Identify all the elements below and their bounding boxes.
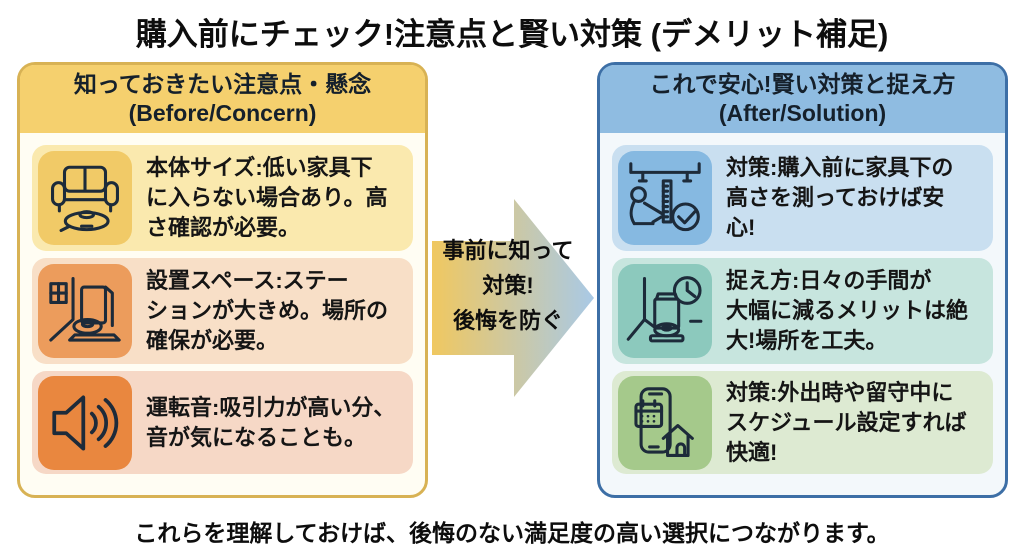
measure-height-check-icon <box>618 151 712 245</box>
concern-item-text: 運転音:吸引力が高い分、 音が気になることも。 <box>146 394 396 450</box>
solution-item-schedule: 対策:外出時や留守中に スケジュール設定すれば 快適! <box>612 371 993 474</box>
phone-schedule-home-icon <box>618 375 712 470</box>
transition-arrow <box>432 199 594 397</box>
page-title: 購入前にチェック!注意点と賢い対策 (デメリット補足) <box>135 17 889 52</box>
concern-item-text: 設置スペース:ステー ションが大きめ。場所の 確保が必要。 <box>146 268 389 353</box>
solution-item-text: 捉え方:日々の手間が 大幅に減るメリットは絶 大!場所を工夫。 <box>726 268 969 353</box>
after-solution-header: これで安心!賢い対策と捉え方 (After/Solution) <box>600 65 1005 133</box>
concern-item-text: 本体サイズ:低い家具下 に入らない場合あり。高 さ確認が必要。 <box>146 155 388 240</box>
after-solution-panel: これで安心!賢い対策と捉え方 (After/Solution) 対策:購入前に家… <box>597 62 1008 498</box>
footer-conclusion-text: これらを理解しておけば、後悔のない満足度の高い選択につながります。 <box>134 520 890 546</box>
sofa-robot-vacuum-icon <box>38 151 132 245</box>
before-concern-panel: 知っておきたい注意点・懸念 (Before/Concern) 本体サイズ:低い家… <box>17 62 428 498</box>
solution-item-measure: 対策:購入前に家具下の 高さを測っておけば安 心! <box>612 145 993 251</box>
dock-station-corner-icon <box>38 264 132 358</box>
transition-arrow-label: 事前に知って 対策! 後悔を防ぐ <box>442 238 574 333</box>
solution-item-text: 対策:購入前に家具下の 高さを測っておけば安 心! <box>726 155 954 240</box>
speaker-sound-icon <box>38 375 132 470</box>
concern-item-body-size: 本体サイズ:低い家具下 に入らない場合あり。高 さ確認が必要。 <box>32 145 413 251</box>
concern-item-station-space: 設置スペース:ステー ションが大きめ。場所の 確保が必要。 <box>32 258 413 364</box>
station-clock-icon <box>618 264 712 358</box>
solution-item-time-saving: 捉え方:日々の手間が 大幅に減るメリットは絶 大!場所を工夫。 <box>612 258 993 364</box>
before-concern-header: 知っておきたい注意点・懸念 (Before/Concern) <box>20 65 425 133</box>
solution-item-text: 対策:外出時や留守中に スケジュール設定すれば 快適! <box>726 379 967 465</box>
concern-item-noise: 運転音:吸引力が高い分、 音が気になることも。 <box>32 371 413 474</box>
